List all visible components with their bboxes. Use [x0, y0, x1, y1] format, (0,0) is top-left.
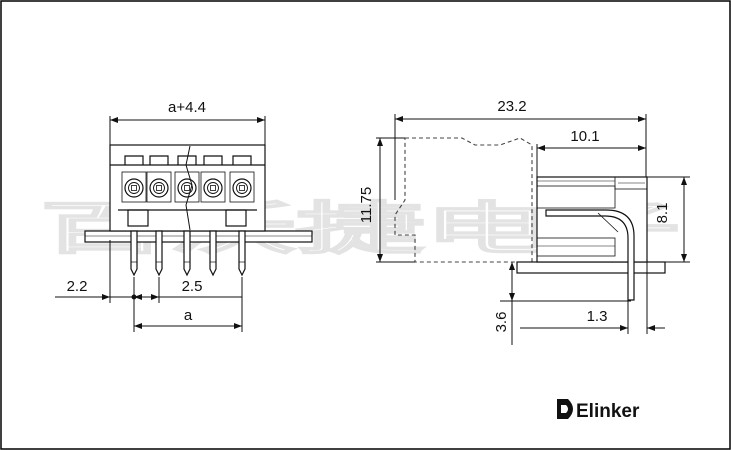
terminal-screw [232, 178, 252, 198]
right-angle-pin [545, 209, 635, 301]
terminal-slot [124, 155, 144, 165]
solder-pin [155, 230, 163, 277]
terminal-slot [149, 155, 169, 165]
terminal-screw [124, 178, 144, 198]
arrow [537, 145, 545, 151]
terminal-screw-head [181, 182, 193, 194]
label-pin-length: 3.6 [493, 312, 510, 333]
brand-logo: Elinker [557, 399, 640, 422]
terminal-screw-slot [156, 185, 162, 191]
terminal-window [146, 171, 172, 203]
header-lower-slot [536, 237, 616, 257]
side-view-arrows [377, 116, 687, 331]
terminal-slot [177, 155, 197, 165]
terminal-screw-head [128, 182, 140, 194]
label-depth: 10.1 [570, 128, 599, 145]
terminal-window [174, 171, 200, 203]
label-pin-offset: 1.3 [587, 308, 608, 325]
terminal-screw-slot [184, 185, 190, 191]
arrow [638, 116, 646, 122]
arrow [134, 323, 142, 329]
front-view-arrows [102, 117, 265, 329]
side-view-dimensions [376, 114, 690, 345]
arrow [509, 293, 515, 301]
arrow [620, 325, 628, 331]
solder-pin [238, 230, 246, 277]
terminal-screw [149, 178, 169, 198]
terminal-window [121, 171, 147, 203]
label-header-height: 8.1 [654, 203, 671, 224]
arrow [395, 116, 403, 122]
terminal-slot [203, 155, 223, 165]
pin-contact-spring [597, 212, 619, 233]
housing-front-foot-left [127, 209, 149, 227]
terminal-screw-slot [131, 185, 137, 191]
label-overall-width: a+4.4 [168, 99, 206, 116]
arrow [681, 254, 687, 262]
arrow [151, 294, 159, 300]
terminal-window [200, 171, 226, 203]
pcb-board-side [516, 261, 666, 274]
terminal-screw-head [153, 182, 165, 194]
arrow [110, 117, 118, 123]
side-view [516, 176, 666, 301]
arrow [638, 145, 646, 151]
solder-pin [183, 230, 191, 277]
arrow [681, 177, 687, 185]
header-latch [614, 176, 648, 190]
terminal-screw [177, 178, 197, 198]
arrow [257, 117, 265, 123]
terminal-screw [203, 178, 223, 198]
terminal-screw-head [207, 182, 219, 194]
label-height: 11.75 [358, 187, 375, 223]
terminal-screw-slot [210, 185, 216, 191]
pcb-board-front [84, 230, 313, 243]
arrow [647, 325, 655, 331]
arrow [377, 254, 383, 262]
header-upper-slot [536, 185, 616, 209]
front-view-dimensions [55, 116, 266, 332]
arrow [234, 323, 242, 329]
terminal-slot [232, 155, 252, 165]
arrow [377, 138, 383, 146]
front-view [84, 144, 313, 277]
label-span: a [184, 307, 193, 324]
terminal-screw-slot [239, 185, 245, 191]
housing-front-foot-right [225, 209, 247, 227]
solder-pin [130, 230, 138, 277]
arrow [509, 262, 515, 270]
brand-logo-icon-inner [561, 405, 568, 413]
arrow [102, 294, 110, 300]
arrow [134, 294, 142, 300]
label-pitch: 2.5 [182, 278, 203, 295]
terminal-window [229, 171, 255, 203]
label-edge-offset: 2.2 [67, 278, 88, 295]
brand-name: Elinker [576, 401, 640, 422]
solder-pin [209, 230, 217, 277]
terminal-screw-head [236, 182, 248, 194]
label-length: 23.2 [497, 98, 526, 115]
